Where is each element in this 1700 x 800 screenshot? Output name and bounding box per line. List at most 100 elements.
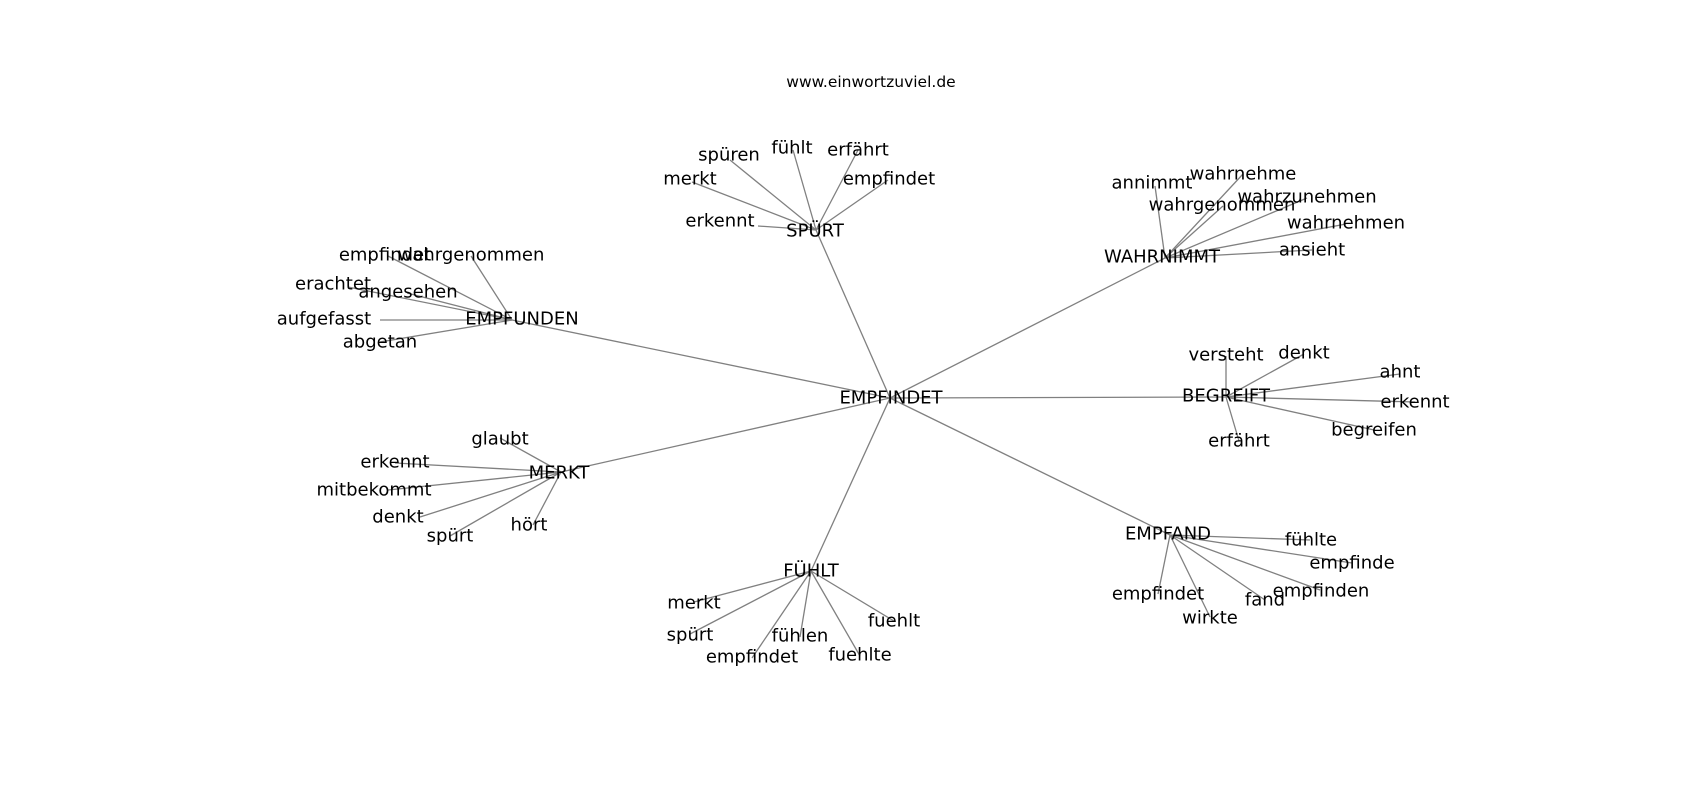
cluster-node-label: SPÜRT xyxy=(786,220,845,242)
edge-cluster-word xyxy=(1164,205,1224,259)
edge-cluster-word xyxy=(1164,197,1308,259)
edge-cluster-word xyxy=(1169,534,1353,564)
edge-cluster-word xyxy=(799,570,812,638)
word-node-label: ansieht xyxy=(1279,240,1345,261)
word-node-label: erachtet xyxy=(295,274,371,295)
word-node-label: mitbekommt xyxy=(316,480,431,501)
edge-cluster-word xyxy=(815,179,889,231)
edge-cluster-word xyxy=(387,471,562,491)
word-node-label: wahrgenommen xyxy=(1149,195,1296,216)
word-node-label: wahrzunehmen xyxy=(1237,187,1376,208)
word-node-label: fuehlte xyxy=(828,645,891,666)
word-node-label: ahnt xyxy=(1380,362,1421,383)
word-node-label: annimmt xyxy=(1112,173,1193,194)
cluster-node-label: WAHRNIMMT xyxy=(1104,247,1221,268)
edge-cluster-word xyxy=(815,149,859,231)
cluster-node-label: EMPFAND xyxy=(1125,524,1211,545)
edge-cluster-word xyxy=(1154,185,1166,259)
word-node-label: spüren xyxy=(698,145,760,166)
edge-cluster-word xyxy=(532,471,562,526)
edge-center-cluster xyxy=(511,319,891,399)
word-node-label: erkennt xyxy=(1380,392,1449,413)
word-node-label: glaubt xyxy=(471,429,528,450)
word-node-label: empfinde xyxy=(1309,553,1394,574)
edge-cluster-word xyxy=(419,471,562,518)
edge-center-cluster xyxy=(560,397,891,473)
word-node-label: fühlte xyxy=(1285,530,1337,551)
edge-cluster-word xyxy=(1225,396,1416,403)
edge-cluster-word xyxy=(449,471,562,537)
edge-cluster-word xyxy=(693,570,812,603)
word-node-label: empfindet xyxy=(339,245,431,266)
edge-cluster-word xyxy=(406,292,513,321)
edge-cluster-word xyxy=(757,225,817,231)
word-node-label: erfährt xyxy=(1208,431,1270,452)
word-node-label: erfährt xyxy=(827,140,889,161)
edge-cluster-word xyxy=(691,181,817,231)
edge-cluster-word xyxy=(1164,223,1347,259)
edge-cluster-word xyxy=(470,255,513,321)
word-node-label: empfindet xyxy=(843,169,935,190)
edge-cluster-word xyxy=(1169,534,1311,541)
center-node-label: EMPFINDET xyxy=(839,388,943,409)
word-node-label: wahrnehme xyxy=(1190,164,1297,185)
edge-cluster-word xyxy=(810,570,861,657)
edge-cluster-word xyxy=(387,255,513,321)
edge-cluster-word xyxy=(1164,173,1244,259)
edge-cluster-word xyxy=(1225,396,1375,431)
cluster-node-label: BEGREIFT xyxy=(1182,386,1271,407)
word-node-label: erkennt xyxy=(685,211,754,232)
word-node-label: abgetan xyxy=(343,332,417,353)
edge-cluster-word xyxy=(1169,534,1321,591)
edge-cluster-word xyxy=(810,570,895,622)
word-node-label: denkt xyxy=(372,507,423,528)
word-node-label: fühlt xyxy=(771,138,812,159)
word-node-label: empfinden xyxy=(1273,581,1370,602)
word-node-label: versteht xyxy=(1188,345,1263,366)
graph-edges xyxy=(347,149,1416,659)
edge-cluster-word xyxy=(1225,396,1240,442)
word-node-label: spürt xyxy=(427,526,474,547)
word-node-label: fuehlt xyxy=(868,611,920,632)
word-node-label: begreifen xyxy=(1331,420,1417,441)
word-node-label: erkennt xyxy=(360,452,429,473)
edge-cluster-word xyxy=(379,319,513,343)
edge-cluster-word xyxy=(1169,534,1266,601)
word-node-label: merkt xyxy=(663,169,717,190)
word-node-label: wahrnehmen xyxy=(1287,213,1405,234)
edge-cluster-word xyxy=(394,462,562,473)
edge-cluster-word xyxy=(347,286,513,321)
cluster-node-label: MERKT xyxy=(529,463,591,484)
edge-cluster-word xyxy=(1164,249,1313,259)
word-node-label: fühlen xyxy=(772,626,829,647)
word-node-label: wahrgenommen xyxy=(398,245,545,266)
edge-center-cluster xyxy=(889,397,1171,536)
edge-cluster-word xyxy=(1225,353,1305,398)
edge-center-cluster xyxy=(889,396,1227,399)
word-node-label: fand xyxy=(1245,590,1285,611)
word-node-label: empfindet xyxy=(1112,584,1204,605)
edge-cluster-word xyxy=(689,570,812,635)
word-node-label: hört xyxy=(511,515,548,536)
edge-center-cluster xyxy=(810,397,891,572)
graph-labels: www.einwortzuviel.de EMPFINDET SPÜRT spüre… xyxy=(277,73,1450,668)
cluster-node-label: FÜHLT xyxy=(783,560,840,582)
edge-cluster-word xyxy=(1169,534,1211,618)
word-node-label: angesehen xyxy=(358,282,457,303)
edge-cluster-word xyxy=(751,570,812,659)
edge-cluster-word xyxy=(1225,373,1401,398)
site-title: www.einwortzuviel.de xyxy=(786,73,955,91)
edge-cluster-word xyxy=(792,149,817,231)
word-node-label: merkt xyxy=(667,593,721,614)
edge-cluster-word xyxy=(1157,534,1171,595)
edge-center-cluster xyxy=(889,257,1166,399)
word-node-label: spürt xyxy=(667,625,714,646)
word-node-label: wirkte xyxy=(1182,608,1238,629)
word-node-label: aufgefasst xyxy=(277,309,371,330)
cluster-node-label: EMPFUNDEN xyxy=(465,309,578,330)
edge-cluster-word xyxy=(729,159,817,231)
word-node-label: denkt xyxy=(1278,343,1329,364)
edge-center-cluster xyxy=(815,229,891,399)
edge-cluster-word xyxy=(499,437,562,473)
